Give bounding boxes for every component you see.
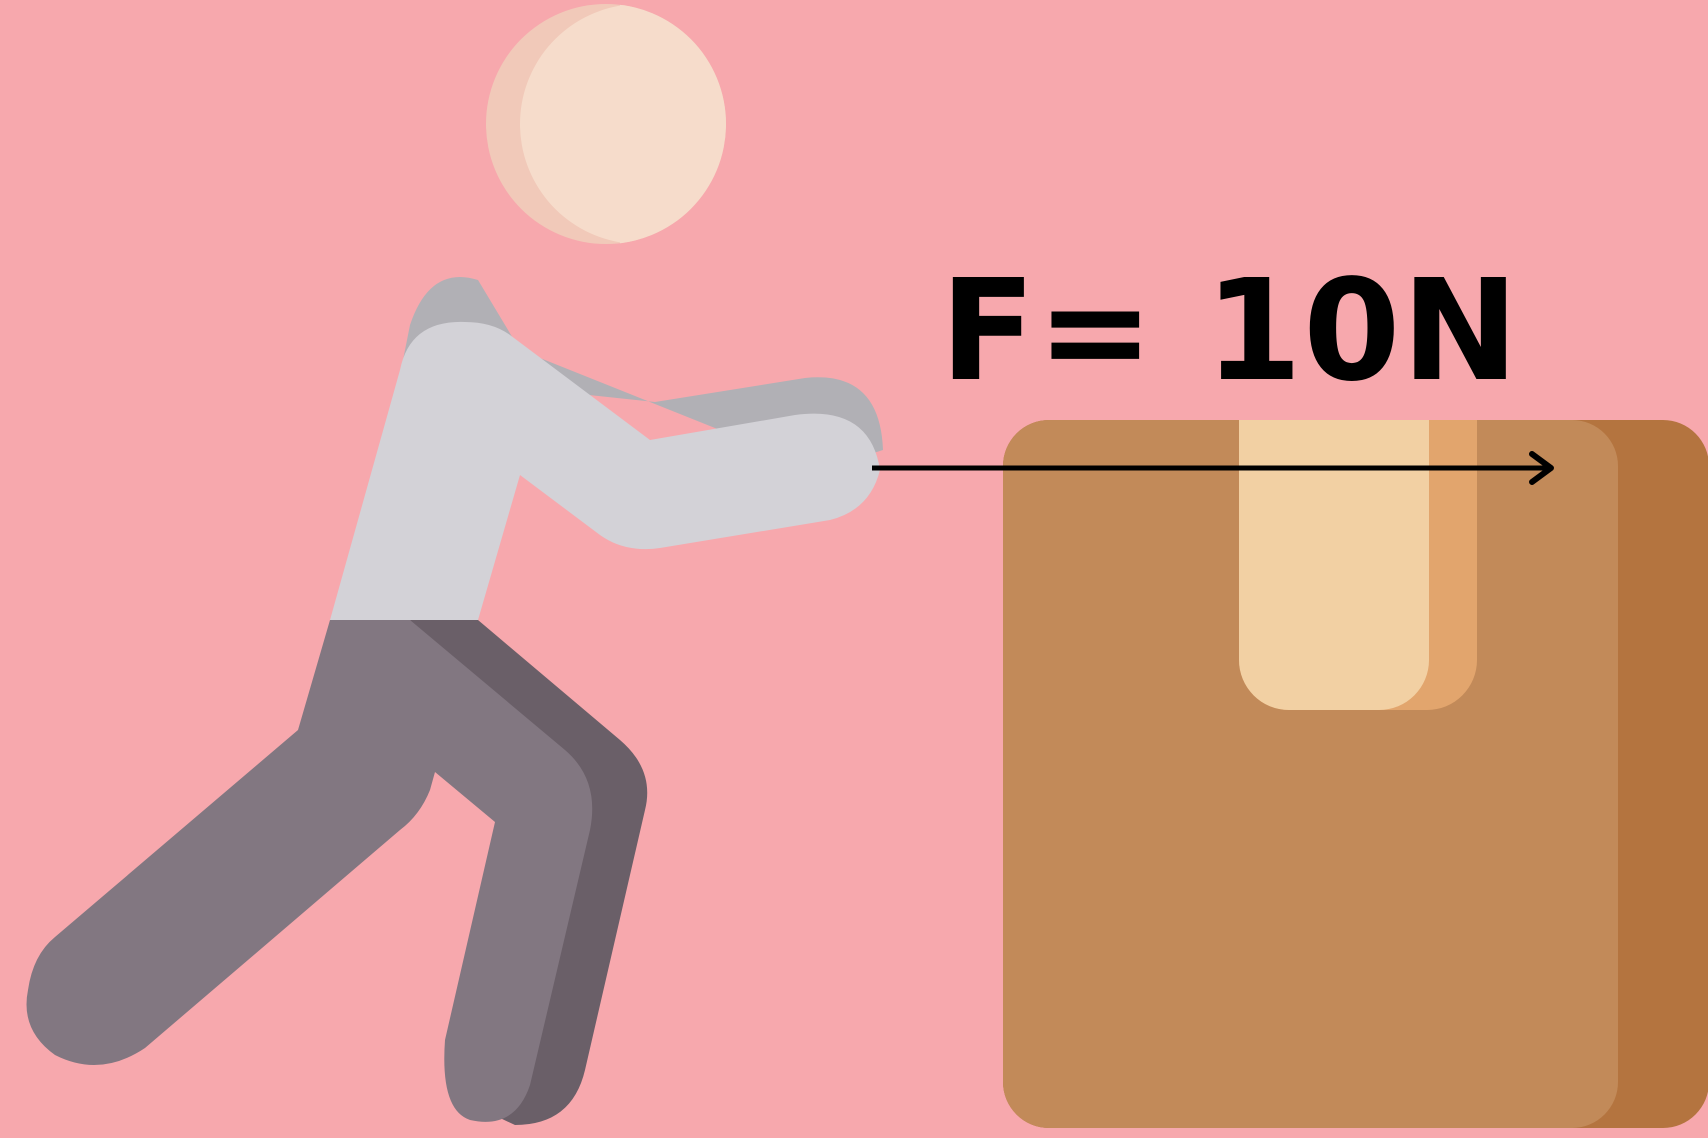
cardboard-box-icon xyxy=(1003,420,1708,1128)
box-tape xyxy=(1239,420,1429,710)
force-label: F= 10N xyxy=(940,262,1520,402)
